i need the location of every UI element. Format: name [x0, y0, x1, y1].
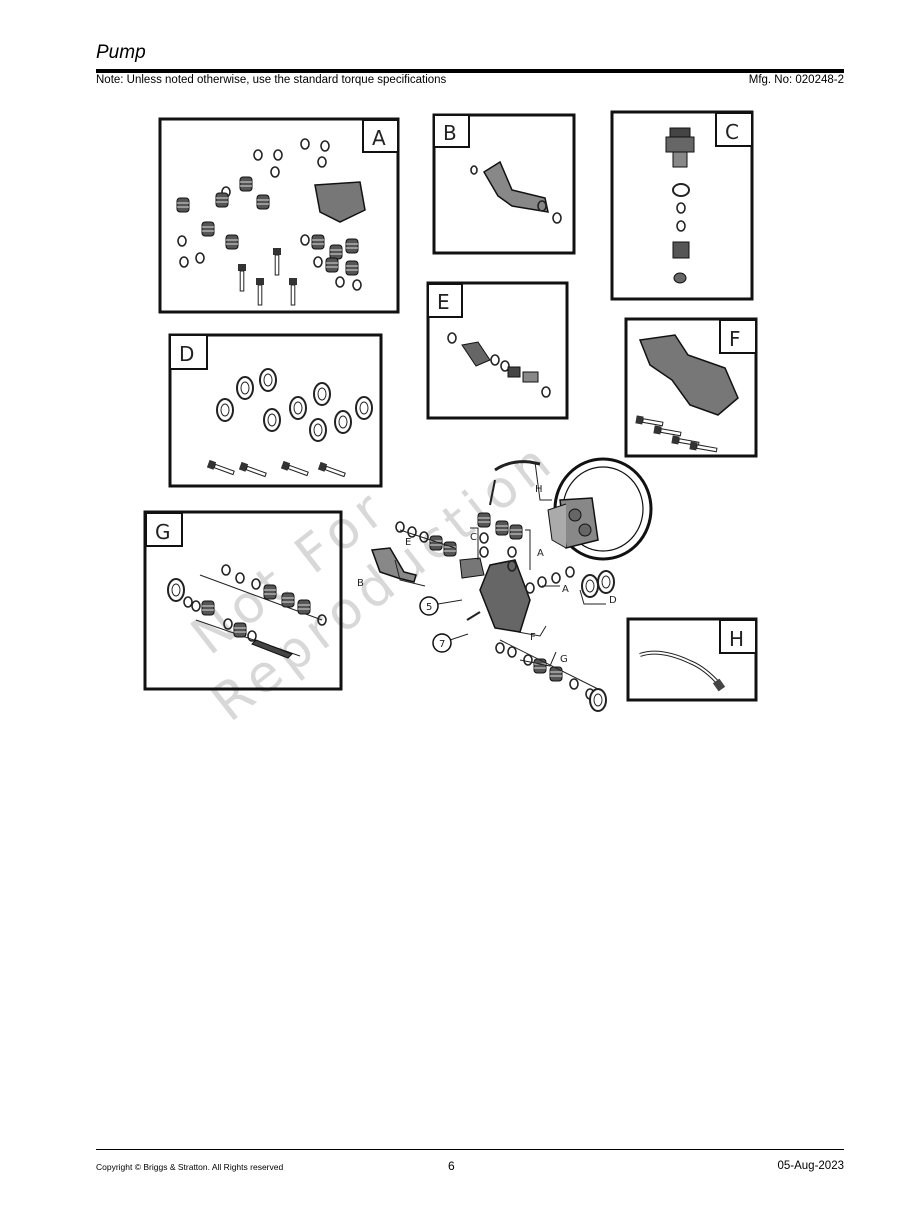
leader-label-c: C [470, 532, 477, 543]
callout-7-label: 7 [439, 639, 445, 650]
panel-e: E [426, 281, 569, 420]
panel-g-label: G [155, 520, 171, 544]
header-rule [96, 69, 844, 73]
panel-b: B [432, 113, 576, 255]
panel-c-label: C [725, 120, 739, 144]
panel-a: A [158, 117, 400, 314]
page-title: Pump [96, 42, 146, 63]
mfg-number: Mfg. No: 020248-2 [748, 74, 844, 86]
leader-label-b: B [357, 578, 364, 589]
callout-5: 5 [419, 596, 439, 616]
leader-label-g: G [560, 654, 568, 665]
footer-rule [96, 1149, 844, 1150]
panel-a-label: A [372, 126, 386, 150]
panel-f: F [624, 317, 758, 458]
copyright: Copyright © Briggs & Stratton. All Right… [96, 1162, 284, 1172]
leader-label-e: E [405, 537, 411, 548]
leader-label-d: D [609, 595, 617, 606]
panel-h: H [626, 617, 758, 702]
panel-d: D [168, 333, 383, 488]
leader-label-h: H [535, 484, 543, 495]
callout-7: 7 [432, 633, 452, 653]
panel-h-label: H [729, 627, 744, 651]
panel-f-label: F [729, 327, 741, 351]
leader-label-a-2: A [562, 584, 569, 595]
panel-c: C [610, 110, 754, 301]
panel-d-label: D [179, 342, 194, 366]
torque-note: Note: Unless noted otherwise, use the st… [96, 74, 447, 86]
panel-e-label: E [437, 290, 450, 314]
page-number: 6 [448, 1159, 455, 1173]
callout-5-label: 5 [426, 602, 432, 613]
panel-g: G [143, 510, 343, 691]
leader-label-a-1: A [537, 548, 544, 559]
main-assembly: H C A A E B D F G 5 7 [357, 457, 653, 712]
leader-label-f: F [530, 632, 536, 643]
footer-date: 05-Aug-2023 [777, 1160, 845, 1172]
panel-b-label: B [443, 121, 457, 145]
watermark: Not For Reproduction [181, 429, 567, 733]
